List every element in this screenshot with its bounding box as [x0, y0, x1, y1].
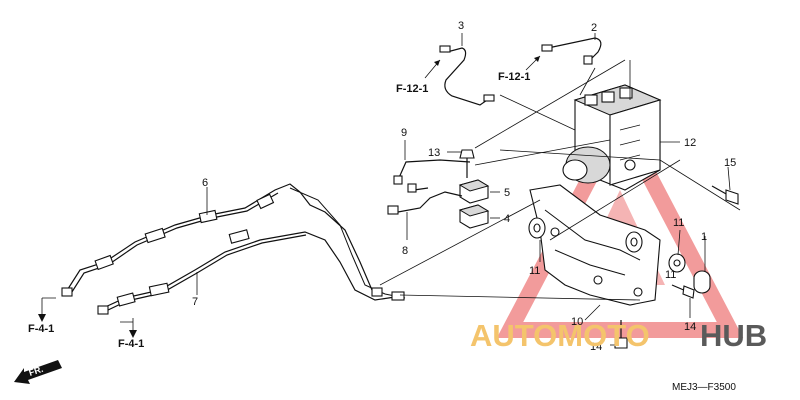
bolt-15: [711, 185, 739, 205]
joint-4: [458, 204, 490, 229]
bolt-13: [459, 149, 475, 178]
collar: [693, 270, 711, 294]
callout-15: 15: [724, 157, 736, 169]
brake-pipe-2: [541, 37, 602, 65]
grommet-right: [668, 253, 686, 273]
ref-f4-left: F-4-1: [28, 323, 54, 335]
abs-modulator-unit: [562, 84, 662, 191]
callout-13: 13: [428, 147, 440, 159]
grommet-center: [625, 231, 643, 253]
front-direction-arrow: FR.: [14, 360, 62, 384]
diagram-code: MEJ3—F3500: [672, 382, 736, 393]
joint-5: [458, 179, 490, 204]
leader-lines: [196, 33, 741, 346]
mounting-bracket: [529, 184, 661, 306]
brake-pipe-8: [387, 183, 463, 215]
callout-9: 9: [401, 127, 407, 139]
ref-f12-left: F-12-1: [396, 83, 428, 95]
watermark-text-automoto: AUTOMOTO: [470, 318, 650, 353]
callout-11-left: 11: [529, 265, 540, 277]
callout-14-right: 14: [684, 321, 696, 333]
bolt-14-right: [671, 284, 695, 299]
brake-hose-7: [97, 187, 406, 315]
brake-pipe-3: [439, 45, 495, 106]
callout-7: 7: [192, 296, 198, 308]
reference-arrows: [38, 55, 541, 338]
callout-12: 12: [684, 137, 696, 149]
callout-11-center: 11: [673, 217, 684, 229]
grommet-left: [528, 217, 546, 239]
callout-3: 3: [458, 20, 464, 32]
watermark-text-hub: HUB: [700, 318, 767, 353]
brake-pipe-9: [393, 159, 471, 185]
ref-f4-right: F-4-1: [118, 338, 144, 350]
callout-14-bottom: 14: [590, 341, 602, 353]
brake-hose-6: [61, 183, 373, 297]
callout-6: 6: [202, 177, 208, 189]
ref-f12-right: F-12-1: [498, 71, 530, 83]
callout-11-right: 11: [665, 269, 676, 281]
callout-1: 1: [701, 231, 707, 243]
callout-8: 8: [402, 245, 408, 257]
front-arrow-label: FR.: [28, 364, 45, 378]
callout-10: 10: [571, 316, 583, 328]
callout-2: 2: [591, 22, 597, 34]
callout-5: 5: [504, 187, 510, 199]
callout-4: 4: [504, 213, 510, 225]
